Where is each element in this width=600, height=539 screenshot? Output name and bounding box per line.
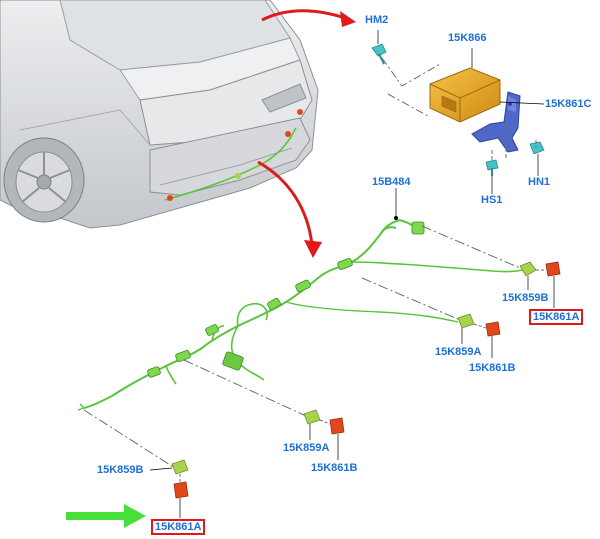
label-15k859b-left: 15K859B xyxy=(97,464,144,476)
screw-hm2-icon xyxy=(371,43,387,65)
explode-lines xyxy=(83,225,521,471)
label-15b484: 15B484 xyxy=(372,176,411,188)
label-15k861b-mid: 15K861B xyxy=(469,362,516,374)
label-15k861b-left: 15K861B xyxy=(311,462,358,474)
green-arrow xyxy=(66,504,146,528)
wiring-harness xyxy=(77,219,523,411)
label-15k859a-mid: 15K859A xyxy=(435,346,482,358)
red-arrow-to-module xyxy=(261,9,356,27)
nut-hn1-icon xyxy=(529,141,545,155)
label-15k861c: 15K861C xyxy=(545,98,592,110)
label-15k861a-left: 15K861A xyxy=(151,519,206,535)
label-hs1: HS1 xyxy=(481,194,503,206)
screw-hs1-icon xyxy=(485,159,499,176)
label-15k861a-right: 15K861A xyxy=(529,309,584,325)
bracket-icon xyxy=(471,91,521,153)
label-hm2: HM2 xyxy=(365,14,389,26)
label-hn1: HN1 xyxy=(528,176,551,188)
red-arrow-to-harness xyxy=(257,160,322,258)
sensor-left-mid xyxy=(303,409,345,460)
parking-aid-module-icon xyxy=(429,67,501,123)
sensor-mid xyxy=(457,313,501,358)
module-assembly xyxy=(371,30,545,194)
label-15k866: 15K866 xyxy=(448,32,487,44)
sensor-left xyxy=(149,459,189,518)
car-illustration xyxy=(0,0,319,229)
label-15k859a-left: 15K859A xyxy=(283,442,330,454)
leader-dot xyxy=(394,216,398,220)
label-15k859b-right: 15K859B xyxy=(502,292,549,304)
sensor-right xyxy=(519,261,561,308)
